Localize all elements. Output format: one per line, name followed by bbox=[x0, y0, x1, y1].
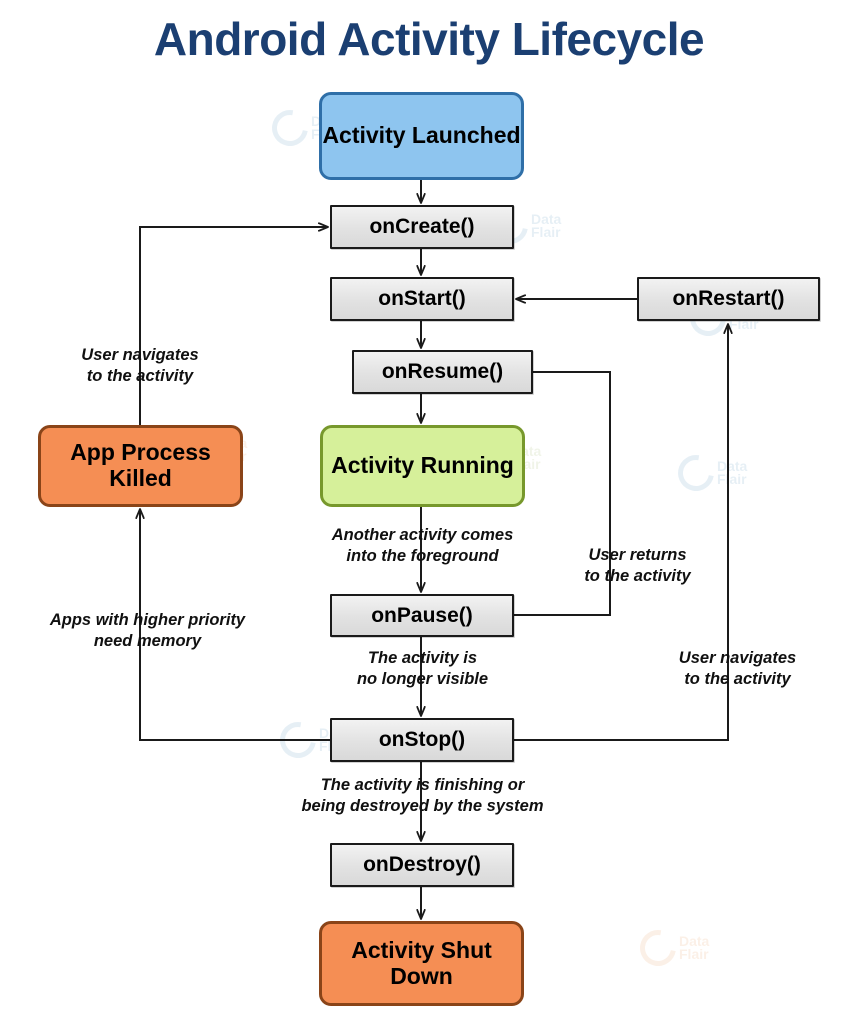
node-on-create[interactable]: onCreate() bbox=[330, 205, 514, 249]
edge-label-no-longer-visible: The activity is no longer visible bbox=[356, 649, 489, 688]
node-activity-shut-down[interactable]: Activity Shut Down bbox=[319, 921, 524, 1006]
edge-label-finishing-or-destroyed: The activity is finishing or being destr… bbox=[301, 776, 544, 815]
node-on-resume[interactable]: onResume() bbox=[352, 350, 533, 394]
node-activity-running[interactable]: Activity Running bbox=[320, 425, 525, 507]
node-on-stop[interactable]: onStop() bbox=[330, 718, 514, 762]
edge-label-user-navigates-left: User navigates to the activity bbox=[81, 346, 199, 385]
node-on-destroy[interactable]: onDestroy() bbox=[330, 843, 514, 887]
page-title: Android Activity Lifecycle bbox=[153, 13, 705, 65]
edge-onstop-to-onrestart bbox=[514, 324, 728, 741]
edge-onstop-to-app-process-killed bbox=[140, 509, 330, 741]
node-app-process-killed[interactable]: App Process Killed bbox=[38, 425, 243, 507]
node-on-start[interactable]: onStart() bbox=[330, 277, 514, 321]
edge-label-user-navigates-right: User navigates to the activity bbox=[678, 649, 797, 688]
edge-onpause-to-onresume bbox=[514, 371, 611, 616]
node-activity-launched[interactable]: Activity Launched bbox=[319, 92, 524, 180]
node-on-restart[interactable]: onRestart() bbox=[637, 277, 820, 321]
edge-label-another-activity-foreground: Another activity comes into the foregrou… bbox=[331, 526, 514, 565]
edge-label-user-returns: User returns to the activity bbox=[584, 546, 691, 585]
edge-label-apps-higher-priority: Apps with higher priority need memory bbox=[49, 611, 246, 650]
edge-app-process-killed-to-oncreate bbox=[139, 227, 328, 425]
node-on-pause[interactable]: onPause() bbox=[330, 594, 514, 637]
